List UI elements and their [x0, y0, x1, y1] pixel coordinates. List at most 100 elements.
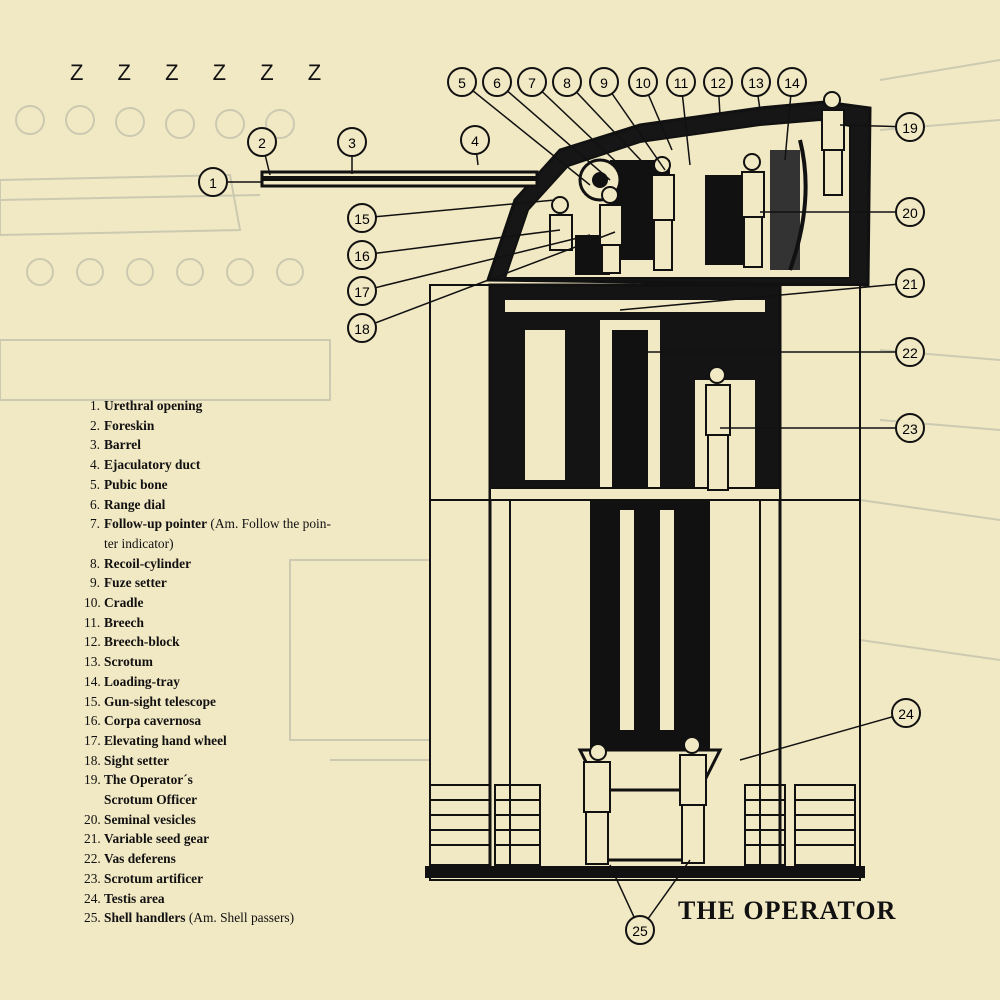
callout-number: 13: [748, 75, 764, 91]
legend-label-text: Variable seed gear: [104, 831, 210, 847]
callout-number: 16: [354, 248, 370, 264]
legend-label-text: Foreskin: [104, 417, 155, 433]
shell-racks: [429, 784, 856, 866]
legend-label-text: Breech-block: [104, 634, 180, 650]
gun-barrel: [260, 170, 539, 188]
leader-line-17: [361, 234, 591, 292]
legend-label-text: Barrel: [104, 437, 141, 453]
legend-continuation: ter indicator): [104, 535, 174, 551]
legend-number: 20.: [84, 811, 101, 827]
callout-number: 24: [898, 706, 914, 722]
legend-number: 17.: [84, 732, 101, 748]
legend-label-text: Urethral opening: [104, 398, 203, 413]
callout-16: 16: [347, 240, 377, 270]
callout-1: 1: [198, 167, 228, 197]
callout-circle: [895, 112, 925, 142]
legend-number: 12.: [84, 634, 101, 650]
legend-label-text: Recoil-cylinder: [104, 555, 192, 571]
ghost-background-drawing: [0, 59, 1000, 761]
callout-15: 15: [347, 203, 377, 233]
callout-circle: [625, 915, 655, 945]
callout-number: 14: [784, 75, 800, 91]
callout-2: 2: [247, 127, 277, 157]
legend-label-text: Gun-sight telescope: [104, 693, 216, 709]
legend-item: 12.Breech-block: [84, 632, 384, 652]
legend-label: Recoil-cylinder: [104, 554, 191, 574]
callout-circle: [628, 67, 658, 97]
callout-number: 20: [902, 205, 918, 221]
callout-14: 14: [777, 67, 807, 97]
legend-label-text: Cradle: [104, 595, 144, 611]
legend-label: Breech-block: [104, 632, 180, 652]
legend-number: 16.: [84, 713, 101, 729]
callout-circle: [895, 197, 925, 227]
leader-line-15: [361, 199, 556, 219]
legend-number: 11.: [84, 614, 101, 630]
callout-12: 12: [703, 67, 733, 97]
legend-item: 7.Follow-up pointer (Am. Follow the poin…: [84, 514, 384, 534]
callout-circle: [198, 167, 228, 197]
legend-label: Variable seed gear: [104, 829, 209, 849]
legend-label: Pubic bone: [104, 475, 168, 495]
callout-number: 5: [458, 75, 466, 91]
legend-label: Barrel: [104, 435, 141, 455]
legend-item: 20.Seminal vesicles: [84, 810, 384, 830]
legend-continuation: Scrotum Officer: [104, 792, 198, 808]
callout-circle: [347, 276, 377, 306]
callout-circle: [703, 67, 733, 97]
callout-3: 3: [337, 127, 367, 157]
callout-13: 13: [741, 67, 771, 97]
legend-label: Gun-sight telescope: [104, 692, 216, 712]
callout-18: 18: [347, 313, 377, 343]
leader-line-24: [739, 712, 907, 761]
legend-note: (Am. Shell passers): [185, 910, 295, 926]
legend-item: 14.Loading-tray: [84, 672, 384, 692]
callout-number: 11: [674, 75, 689, 91]
callout-7: 7: [517, 67, 547, 97]
legend-label-text: Pubic bone: [104, 476, 168, 492]
legend-number: 6.: [89, 496, 100, 512]
legend-label: Seminal vesicles: [104, 810, 196, 830]
callout-number: 2: [258, 135, 266, 151]
callout-circle: [517, 67, 547, 97]
callout-circle: [777, 67, 807, 97]
legend-label-text: Follow-up pointer: [104, 516, 208, 532]
legend-item: 1.Urethral opening: [84, 396, 384, 416]
legend-number: 9.: [89, 575, 100, 591]
crew-figures: [549, 91, 845, 865]
callout-circle: [447, 67, 477, 97]
legend-item: 22.Vas deferens: [84, 849, 384, 869]
legend-label: Corpa cavernosa: [104, 711, 201, 731]
callout-number: 10: [635, 75, 651, 91]
legend-item: 16.Corpa cavernosa: [84, 711, 384, 731]
legend-item: 19.The Operator´s: [84, 770, 384, 790]
legend-item: 8.Recoil-cylinder: [84, 554, 384, 574]
legend-item: 15.Gun-sight telescope: [84, 692, 384, 712]
legend-label: Range dial: [104, 495, 165, 515]
callout-24: 24: [891, 698, 921, 728]
callout-circle: [337, 127, 367, 157]
legend-label-text: Seminal vesicles: [104, 811, 196, 827]
callout-number: 12: [710, 75, 726, 91]
legend-label: Scrotum: [104, 652, 153, 672]
legend-item: 3.Barrel: [84, 435, 384, 455]
legend-label-text: Ejaculatory duct: [104, 457, 201, 473]
legend-label: The Operator´s: [104, 770, 193, 790]
legend-label-text: Shell handlers: [104, 910, 186, 926]
legend-item: 25.Shell handlers (Am. Shell passers): [84, 908, 384, 928]
callout-circle: [895, 337, 925, 367]
legend-label: Vas deferens: [104, 849, 176, 869]
legend-number: 21.: [84, 831, 101, 847]
legend-item: 4.Ejaculatory duct: [84, 455, 384, 475]
legend-note: (Am. Follow the poin-: [207, 516, 331, 532]
callout-number: 8: [563, 75, 571, 91]
leader-line-7: [531, 81, 631, 176]
leader-line-18: [361, 231, 616, 329]
legend-number: 4.: [89, 457, 100, 473]
legend-label-text: Range dial: [104, 496, 166, 512]
legend-label: Foreskin: [104, 416, 154, 436]
legend-label: Loading-tray: [104, 672, 180, 692]
